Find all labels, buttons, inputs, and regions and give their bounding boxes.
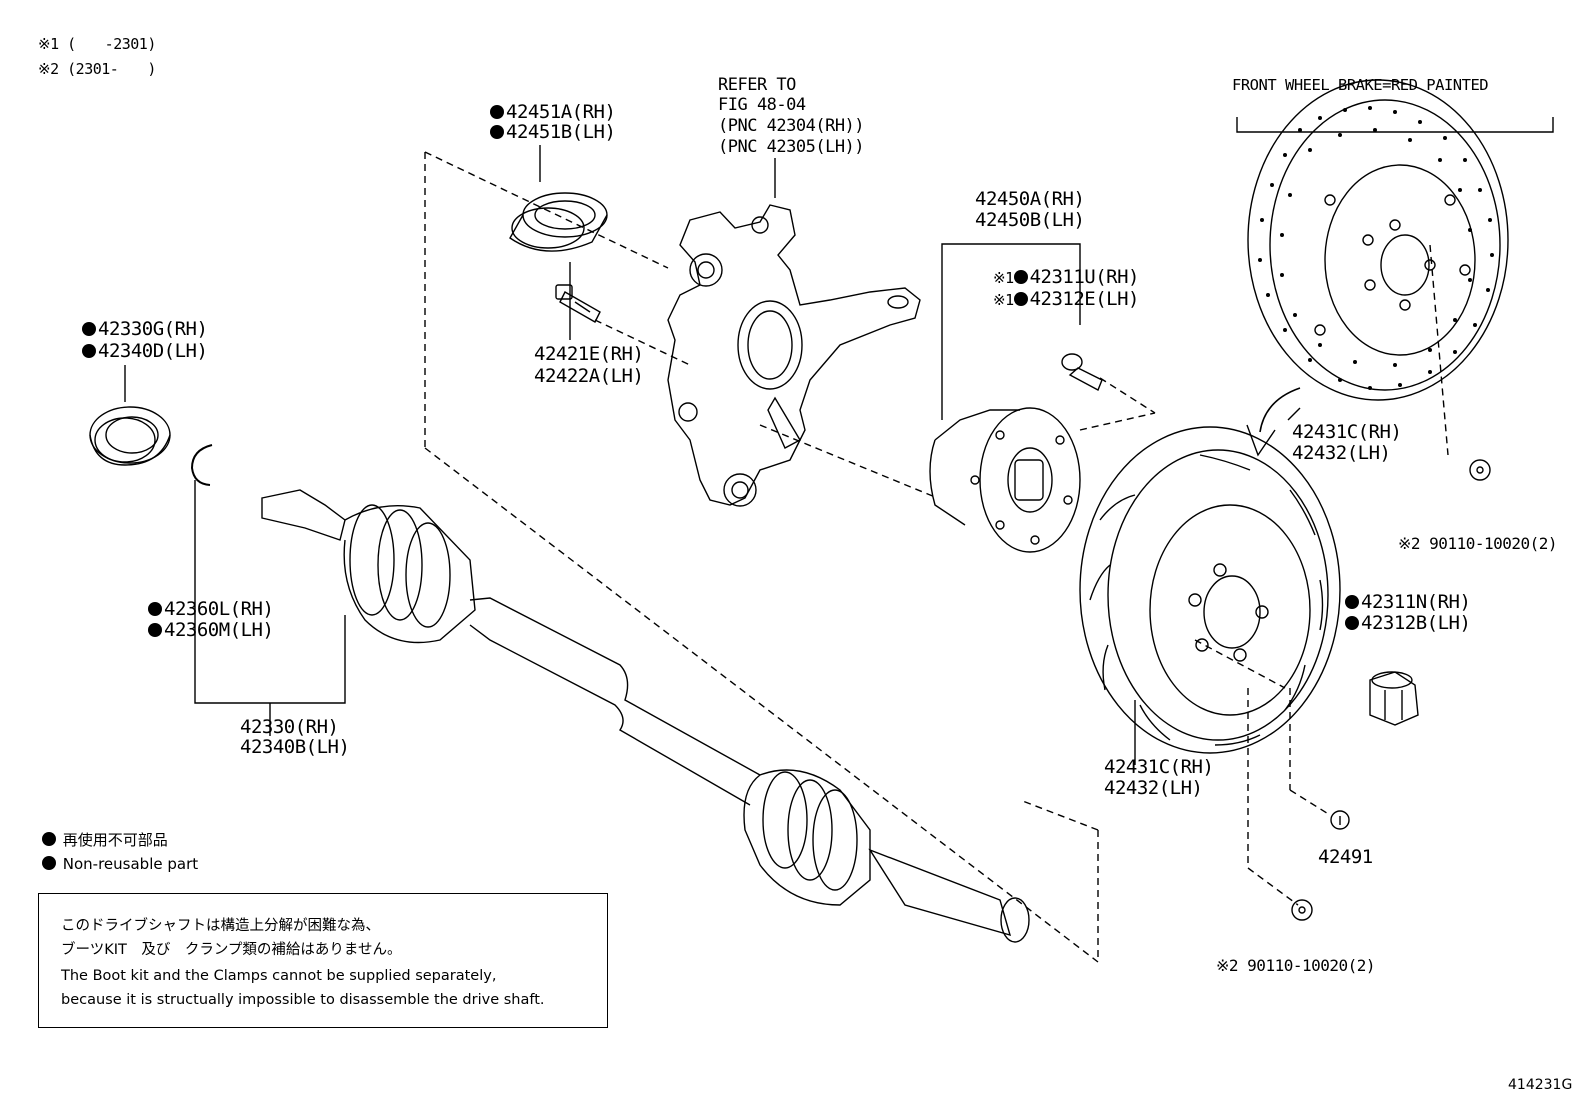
drilled-disc <box>1247 79 1509 401</box>
label-clip-lh: 42360M(LH) <box>148 621 274 640</box>
non-reusable-dot-icon <box>1345 595 1359 609</box>
refer-line-3: (PNC 42304(RH)) <box>718 116 865 136</box>
label-disc-rear-rh: 42431C(RH) <box>1104 756 1214 778</box>
non-reusable-dot-icon <box>82 344 96 358</box>
assembly-dashed-box <box>424 151 1449 963</box>
non-reusable-dot-icon <box>82 322 96 336</box>
refer-line-4: (PNC 42305(LH)) <box>718 137 865 157</box>
knuckle-bolt <box>555 284 601 323</box>
refer-line-1: REFER TO <box>718 75 796 95</box>
note-jp-line-2: ブーツKIT 及び クランプ類の補給はありません。 <box>61 942 402 958</box>
non-reusable-dot-icon <box>1345 616 1359 630</box>
label-bolt-rh: 42421E(RH) <box>534 343 644 365</box>
legend-jp: 再使用不可部品 <box>42 832 168 848</box>
note-1: ※1 ( -2301) <box>38 35 156 53</box>
label-hub-rh: 42450A(RH) <box>975 188 1085 210</box>
leader-lines <box>124 117 1554 765</box>
label-nut-lh: 42312B(LH) <box>1345 614 1471 633</box>
non-reusable-dot-icon <box>148 602 162 616</box>
label-bolt-lh: 42422A(LH) <box>534 365 644 387</box>
label-disc-front-lh: 42432(LH) <box>1292 442 1391 464</box>
label-seal-lh: 42451B(LH) <box>490 123 616 142</box>
label-clip-rh: 42360L(RH) <box>148 600 274 619</box>
non-reusable-dot-icon <box>1013 292 1028 306</box>
label-shaft-lh: 42340B(LH) <box>240 736 350 758</box>
label-disc-front-rh: 42431C(RH) <box>1292 421 1402 443</box>
note-en-line-2: because it is structually impossible to … <box>61 992 545 1008</box>
non-reusable-dot-icon <box>490 125 504 139</box>
label-hub-lh: 42450B(LH) <box>975 209 1085 231</box>
non-reusable-dot-icon <box>1013 270 1028 284</box>
oil-seal-upper <box>509 192 608 252</box>
label-cap: 42491 <box>1318 846 1373 868</box>
label-shaft-rh: 42330(RH) <box>240 716 339 738</box>
steering-knuckle <box>667 204 921 507</box>
label-nut-rh: 42311N(RH) <box>1345 593 1471 612</box>
refer-line-2: FIG 48-04 <box>718 95 806 115</box>
axle-hub <box>929 407 1081 553</box>
hub-bolt <box>1061 353 1103 391</box>
supply-note-box: このドライブシャフトは構造上分解が困難な為、 ブーツKIT 及び クランプ類の補… <box>38 893 608 1028</box>
label-screw-bottom: ※2 90110-10020(2) <box>1216 956 1376 975</box>
non-reusable-dot-icon <box>42 856 56 870</box>
non-reusable-dot-icon <box>490 105 504 119</box>
non-reusable-dot-icon <box>42 832 56 846</box>
drilled-disc-holes <box>1258 106 1494 390</box>
label-bearing-rh: 42330G(RH) <box>82 320 208 339</box>
arrow <box>1259 387 1301 433</box>
label-bearing-lh: 42340D(LH) <box>82 342 208 361</box>
snap-ring <box>190 444 213 486</box>
front-brake-note: FRONT WHEEL BRAKE=RED PAINTED <box>1232 76 1489 94</box>
slotted-disc <box>1079 426 1341 754</box>
hub-nut <box>1369 671 1419 726</box>
non-reusable-dot-icon <box>148 623 162 637</box>
note-2: ※2 (2301- ) <box>38 60 156 78</box>
drive-shaft <box>261 489 1030 943</box>
note-en-line-1: The Boot kit and the Clamps cannot be su… <box>61 968 497 984</box>
bearing <box>89 406 171 466</box>
note-jp-line-1: このドライブシャフトは構造上分解が困難な為、 <box>61 918 380 934</box>
label-screw-top: ※2 90110-10020(2) <box>1398 534 1558 553</box>
legend-en: Non-reusable part <box>42 856 198 872</box>
label-disc-rear-lh: 42432(LH) <box>1104 777 1203 799</box>
small-screws <box>1291 459 1491 921</box>
figure-id: 414231G <box>1508 1077 1573 1093</box>
label-seal-rh: 42451A(RH) <box>490 103 616 122</box>
